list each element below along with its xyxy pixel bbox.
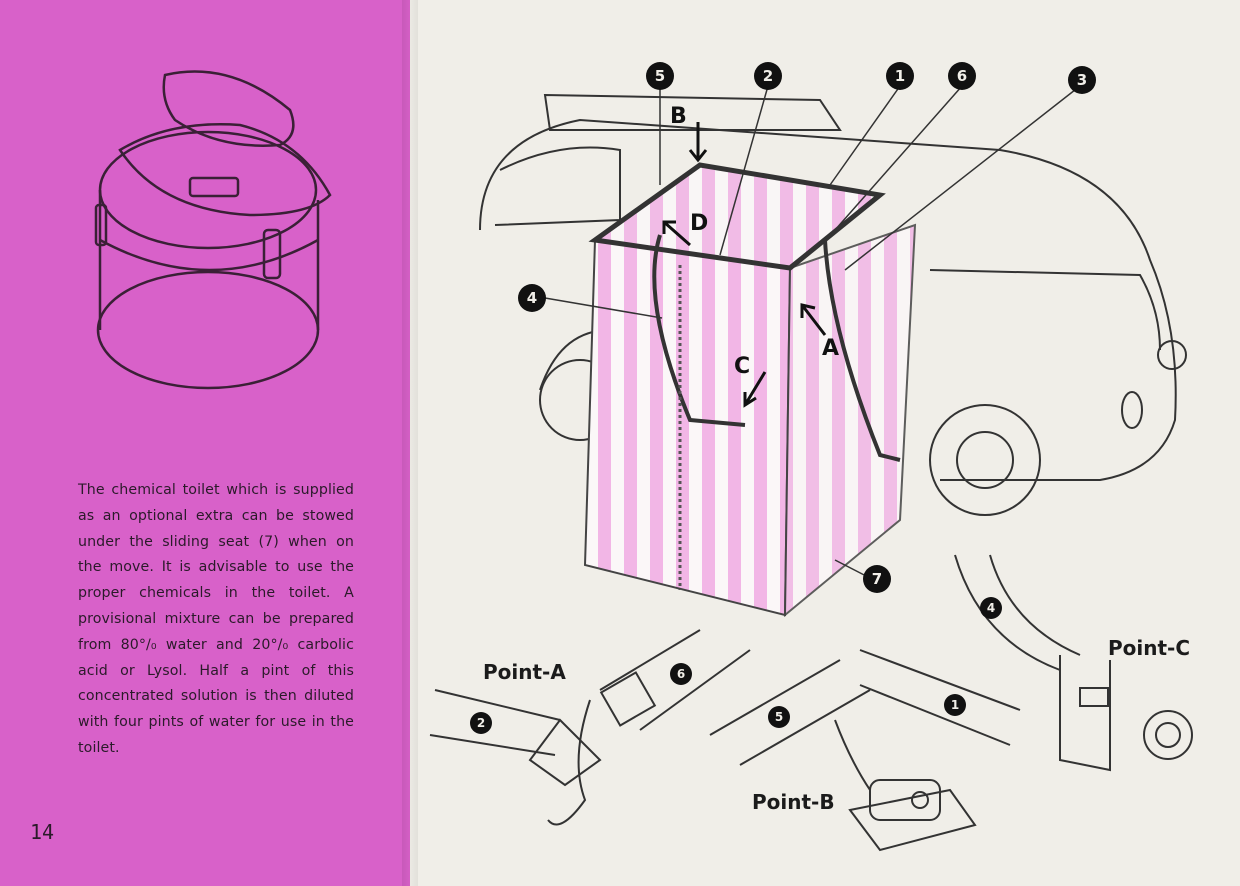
- label-d: D: [690, 211, 709, 236]
- callout-2: 2: [754, 62, 782, 90]
- chemical-toilet-drawing: [94, 70, 332, 390]
- body-text: The chemical toilet which is supplied as…: [78, 482, 354, 756]
- point-a-label: Point-A: [483, 660, 566, 684]
- label-a: A: [822, 336, 840, 361]
- page-number: 14: [30, 820, 55, 844]
- point-b-label: Point-B: [752, 790, 835, 814]
- tent-enclosure: [544, 85, 1081, 618]
- vw-bus-drawing: [479, 93, 1187, 516]
- point-c-label: Point-C: [1108, 636, 1191, 660]
- callout-4: 4: [518, 284, 546, 312]
- callout-5: 5: [646, 62, 674, 90]
- point-c-detail-drawing: [954, 554, 1193, 772]
- label-c: C: [734, 354, 751, 379]
- callout-3: 3: [1068, 66, 1096, 94]
- callout-6: 6: [948, 62, 976, 90]
- callout-1: 1: [886, 62, 914, 90]
- point-b-detail-drawing: [709, 649, 1021, 852]
- detail-callout-a2: 2: [470, 712, 492, 734]
- label-b: B: [670, 104, 687, 129]
- detail-callout-b5: 5: [768, 706, 790, 728]
- point-a-detail-drawing: [429, 629, 751, 826]
- detail-callout-a6: 6: [670, 663, 692, 685]
- detail-callout-b1: 1: [944, 694, 966, 716]
- callout-7: 7: [863, 565, 891, 593]
- left-page: [0, 0, 410, 886]
- detail-callout-c4: 4: [980, 597, 1002, 619]
- page-gutter: [402, 0, 418, 886]
